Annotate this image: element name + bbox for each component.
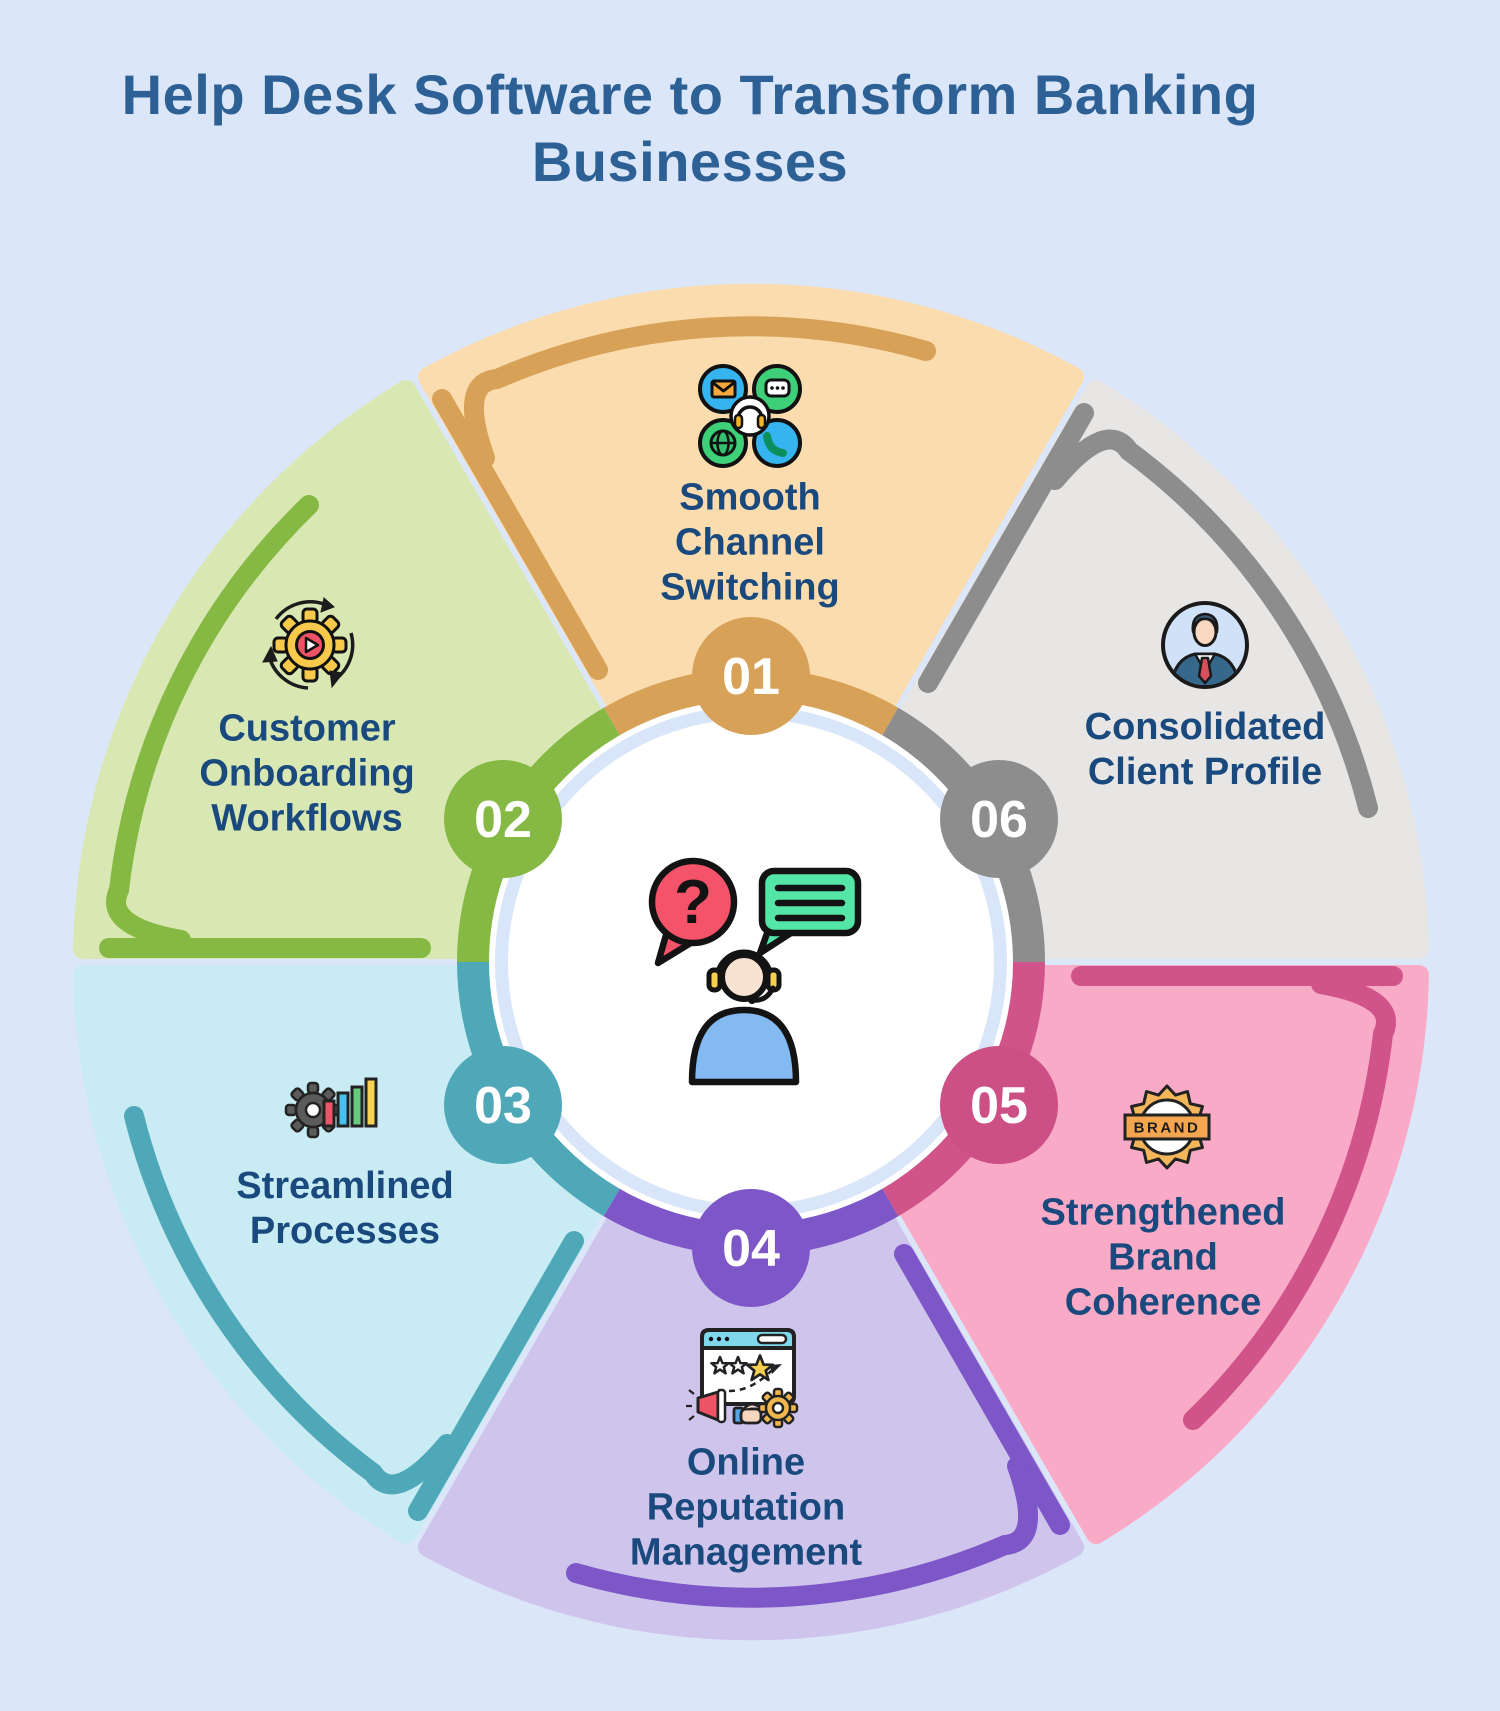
label-consolidated-client-profile: Consolidated Client Profile	[1084, 706, 1326, 793]
badge-04	[692, 1189, 810, 1307]
growth-bars-icon	[322, 1077, 378, 1128]
communication-channels-icon	[698, 364, 802, 468]
badge-01-number: 01	[722, 648, 780, 706]
review-window-megaphone-icon	[686, 1328, 799, 1429]
rating-stars-icon	[710, 1354, 775, 1382]
badge-05	[940, 1046, 1058, 1164]
segment-06-swoosh	[1045, 429, 1378, 818]
page-title: Help Desk Software to Transform Banking …	[121, 63, 1259, 193]
badge-05-number: 05	[970, 1077, 1028, 1135]
chat-bubble-icon	[756, 867, 862, 957]
segment-online-reputation-management	[418, 1215, 1084, 1641]
number-badges: 01 02 03 04 05 06	[444, 617, 1058, 1307]
question-bubble-icon: ?	[648, 857, 738, 967]
segment-03-edge	[408, 1231, 584, 1521]
label-streamlined-processes: Streamlined Processes	[236, 1165, 454, 1252]
badge-02-number: 02	[474, 791, 532, 849]
settings-gear-icon	[757, 1387, 799, 1429]
process-gear-icon	[284, 1081, 342, 1139]
label-strengthened-brand-coherence: Strengthened Brand Coherence	[1040, 1191, 1286, 1324]
support-agent-with-speech-bubbles-icon: ?	[648, 857, 862, 1086]
badge-03	[444, 1046, 562, 1164]
segment-05-swoosh	[1183, 974, 1396, 1430]
label-online-reputation-management: Online Reputation Management	[629, 1441, 863, 1574]
phone-icon	[763, 432, 787, 457]
segment-06-edge	[918, 403, 1094, 693]
megaphone-icon	[686, 1388, 727, 1424]
segment-01-swoosh	[464, 316, 936, 468]
gear-bar-chart-icon	[284, 1077, 378, 1139]
svg-text:?: ?	[674, 868, 712, 937]
segment-01-edge	[432, 389, 608, 680]
brand-seal-label: BRAND	[1134, 1120, 1201, 1137]
badge-06	[940, 760, 1058, 878]
label-customer-onboarding-workflows: Customer Onboarding Workflows	[199, 707, 415, 840]
segment-04-swoosh	[566, 1456, 1038, 1608]
segment-02-swoosh	[106, 495, 319, 950]
badge-03-number: 03	[474, 1077, 532, 1135]
badge-01	[692, 617, 810, 735]
badge-02	[444, 760, 562, 878]
workflow-gear-play-icon	[262, 597, 355, 690]
thumbs-up-icon	[732, 1402, 763, 1425]
brand-seal-icon: BRAND	[1123, 1084, 1211, 1170]
badge-04-number: 04	[722, 1220, 780, 1278]
cycle-arrows-icon	[262, 597, 355, 690]
agent-icon	[688, 949, 800, 1086]
segment-04-edge	[894, 1244, 1070, 1535]
segment-03-swoosh	[124, 1106, 457, 1495]
label-smooth-channel-switching: Smooth Channel Switching	[660, 476, 840, 609]
badge-06-number: 06	[970, 791, 1028, 849]
businessman-avatar-icon	[1161, 601, 1249, 689]
